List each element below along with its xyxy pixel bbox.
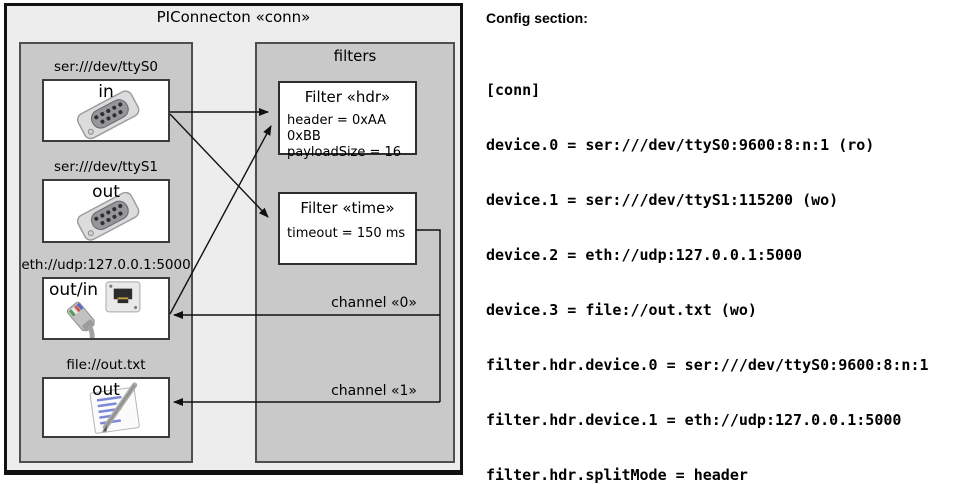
pencil-icon [102,382,138,432]
device-box-ttyS0: in [42,79,170,142]
config-section-heading: Config section: [486,10,588,26]
rj45-plug-icon [66,301,95,338]
device-uri-label-file: file://out.txt [66,357,146,373]
device-uri-label-ttyS1: ser:///dev/ttyS1 [54,159,158,175]
filter-time-box: Filter «time» timeout = 150 ms [278,192,417,265]
ethernet-connector-icon [66,281,141,338]
filter-hdr-param-header: header = 0xAA 0xBB [287,113,387,144]
filter-hdr-box: Filter «hdr» header = 0xAA 0xBB payloadS… [278,81,417,160]
config-line: filter.hdr.splitMode = header [486,465,748,484]
device-mode-label: out [92,380,120,400]
config-line: [conn] [486,80,541,99]
config-line: device.3 = file://out.txt (wo) [486,300,757,319]
device-uri-label-eth: eth://udp:127.0.0.1:5000 [21,257,191,273]
device-uri-label-ttyS0: ser:///dev/ttyS0 [54,59,158,75]
config-line: device.1 = ser:///dev/ttyS1:115200 (wo) [486,190,839,209]
serial-connector-icon [76,191,140,241]
rj45-port-icon [105,281,141,313]
filter-hdr-param-payloadsize: payloadSize = 16 [287,145,402,160]
filter-time-param-timeout: timeout = 150 ms [287,226,406,241]
filters-panel-label: filters [333,47,377,65]
config-line: filter.hdr.device.0 = ser:///dev/ttyS0:9… [486,355,929,374]
device-box-ttyS1: out [42,179,170,243]
config-line: filter.hdr.device.1 = eth://udp:127.0.0.… [486,410,902,429]
config-line: device.2 = eth://udp:127.0.0.1:5000 [486,245,803,264]
device-mode-label: in [98,82,114,102]
channel-1-label: channel «1» [331,383,417,399]
channel-0-label: channel «0» [331,295,417,311]
connection-title: PIConnecton «conn» [156,8,311,26]
filter-time-title: Filter «time» [300,199,395,217]
device-mode-label: out [92,182,120,202]
device-box-eth: out/in [42,277,170,340]
config-line: device.0 = ser:///dev/ttyS0:9600:8:n:1 (… [486,135,875,154]
notepad-pencil-icon [89,382,140,434]
filter-hdr-title: Filter «hdr» [304,88,391,106]
device-mode-label: out/in [49,280,99,300]
device-box-file: out [42,377,170,438]
config-text: [conn] device.0 = ser:///dev/ttyS0:9600:… [486,44,938,484]
serial-connector-icon [76,90,140,140]
